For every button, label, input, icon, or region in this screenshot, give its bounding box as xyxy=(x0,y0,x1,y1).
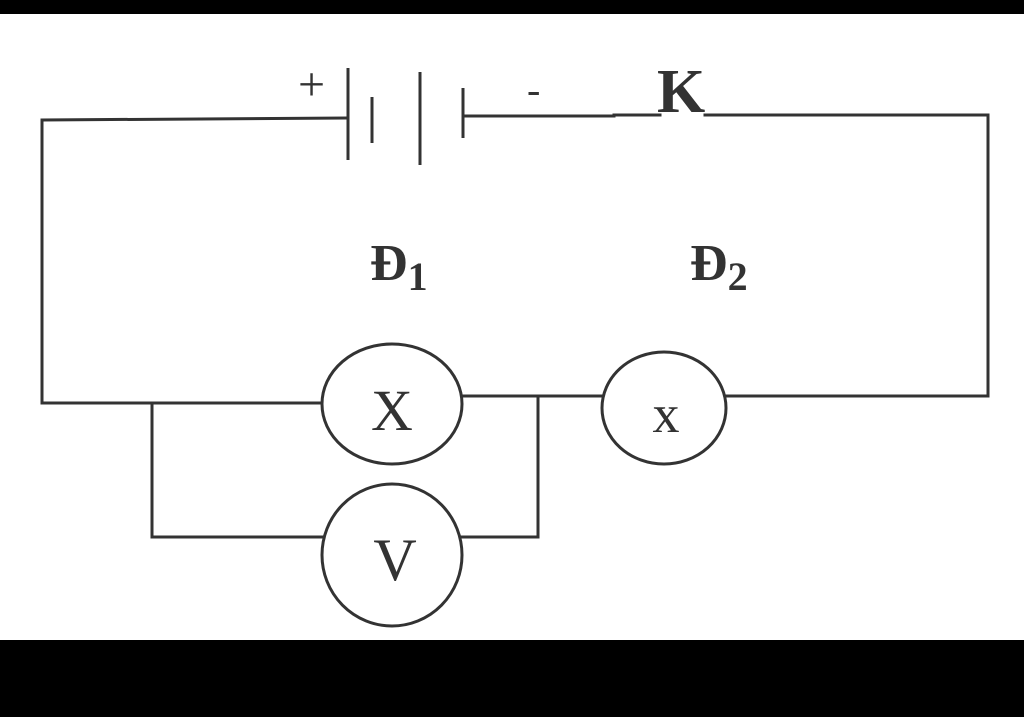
diagram-canvas xyxy=(0,14,1024,640)
lamp1-label-letter: Đ xyxy=(370,235,408,292)
lamp1-label: Đ1 xyxy=(370,235,428,299)
wire-voltmeter-left xyxy=(150,401,325,539)
wire-right-loop xyxy=(703,113,990,398)
lamp2-label: Đ2 xyxy=(690,235,748,299)
lamp1-label-subscript: 1 xyxy=(408,254,428,299)
lamp2-label-subscript: 2 xyxy=(728,254,748,299)
lamp1-circle xyxy=(320,342,464,466)
voltmeter-symbol: V xyxy=(373,527,416,593)
lamp1-symbol: X xyxy=(371,378,413,443)
wire-top-left xyxy=(40,116,349,405)
battery-symbol xyxy=(346,68,465,165)
lamp2-label-letter: Đ xyxy=(690,235,728,292)
battery-minus-sign: - xyxy=(527,67,540,112)
switch-label: K xyxy=(657,58,705,126)
lamp2-circle xyxy=(600,350,728,466)
battery-plus-sign: + xyxy=(298,58,325,111)
voltmeter-circle xyxy=(320,482,464,628)
wire-voltmeter-right xyxy=(460,394,540,539)
lamp2-symbol: x xyxy=(653,384,680,444)
